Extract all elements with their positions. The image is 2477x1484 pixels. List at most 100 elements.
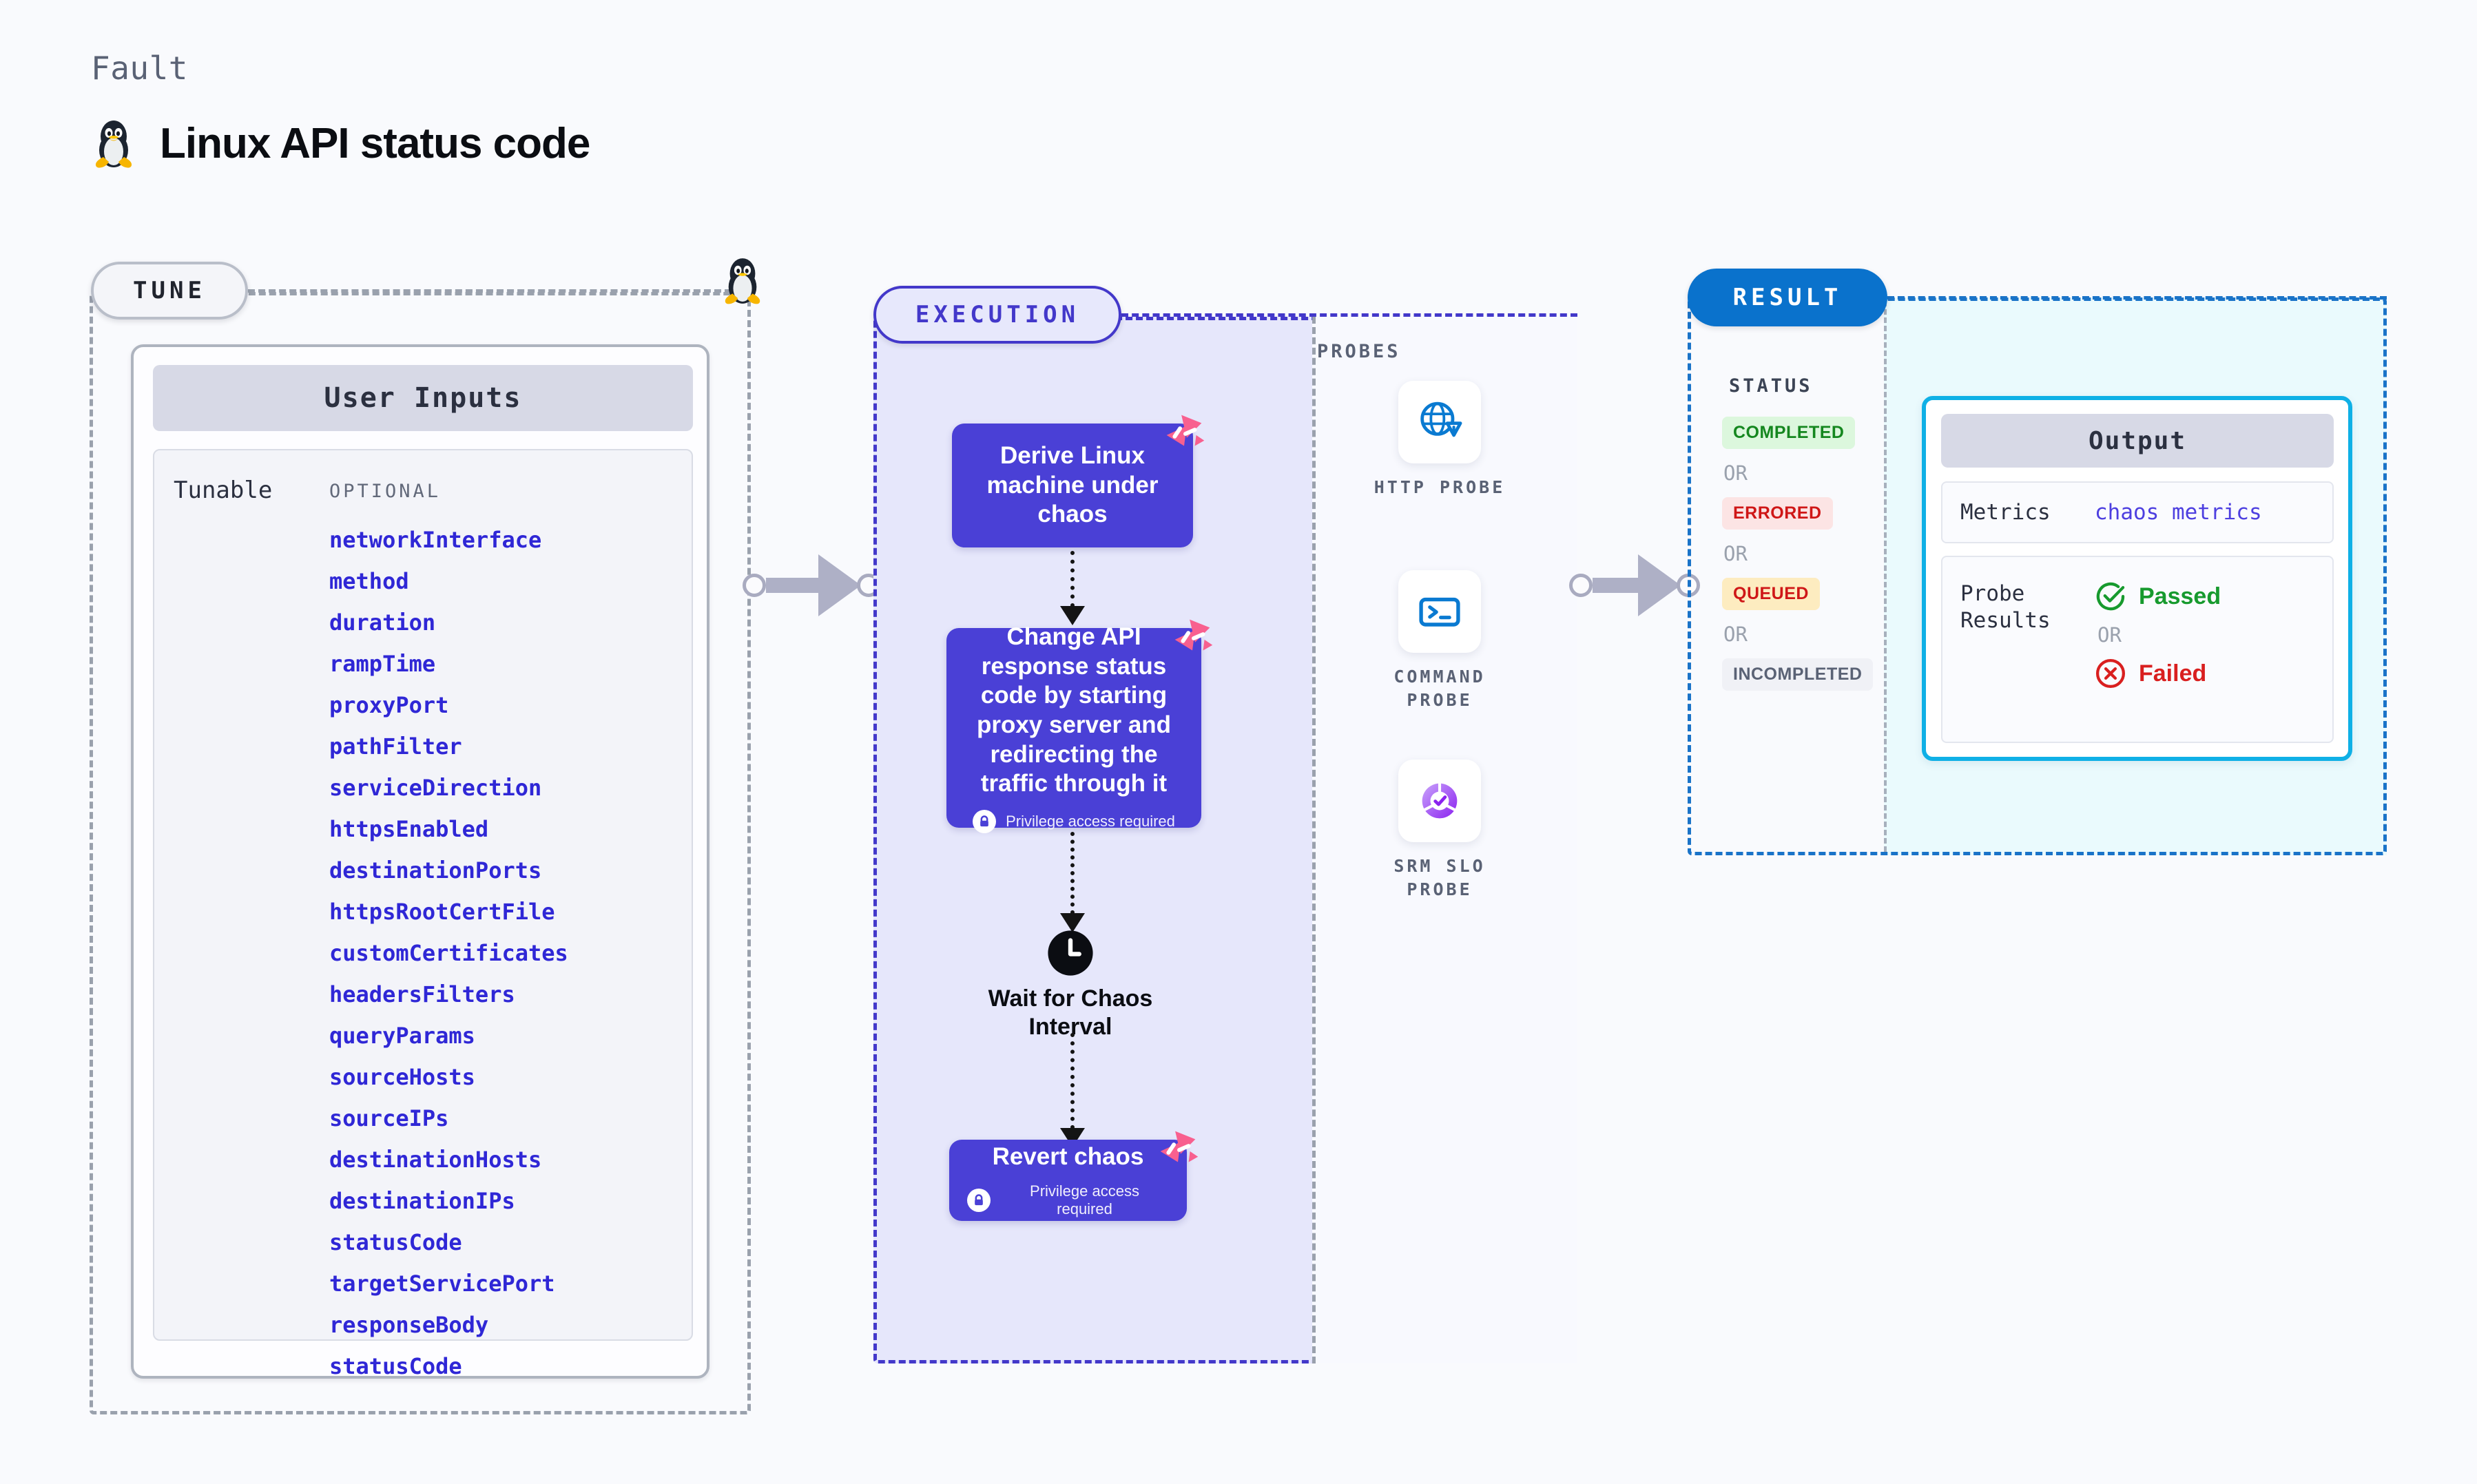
privilege-text: Privilege access required bbox=[1030, 1182, 1139, 1218]
probes-divider bbox=[1312, 317, 1316, 1363]
probe-result-failed: Failed bbox=[2095, 658, 2221, 689]
tunable-box: Tunable OPTIONAL networkInterface method d… bbox=[153, 449, 693, 1379]
tunable-item[interactable]: httpsRootCertFile bbox=[329, 899, 555, 925]
flow-connector-1 bbox=[1060, 551, 1085, 625]
arrow-start-node bbox=[1569, 574, 1593, 597]
page-title-text: Linux API status code bbox=[160, 119, 590, 167]
execution-stage-chip[interactable]: EXECUTION bbox=[873, 286, 1121, 344]
status-or-label: OR bbox=[1723, 542, 1748, 565]
output-or-label: OR bbox=[2097, 623, 2122, 647]
wait-for-chaos-step: Wait for Chaos Interval bbox=[981, 930, 1160, 1041]
passed-label: Passed bbox=[2139, 583, 2221, 609]
tunable-item[interactable]: sourceHosts bbox=[329, 1064, 475, 1090]
output-card-header: Output bbox=[1941, 414, 2334, 468]
probe-http-label: HTTP PROBE bbox=[1374, 477, 1506, 497]
status-badge: COMPLETED bbox=[1722, 417, 1856, 449]
tunable-item[interactable]: rampTime bbox=[329, 651, 436, 677]
tunable-item[interactable]: sourceIPs bbox=[329, 1105, 449, 1131]
output-metrics-row: Metrics chaos metrics bbox=[1941, 481, 2334, 543]
tunable-item[interactable]: pathFilter bbox=[329, 733, 462, 760]
probe-command[interactable]: COMMAND PROBE bbox=[1357, 570, 1522, 712]
clock-icon bbox=[1048, 930, 1093, 976]
arrow-head bbox=[1638, 554, 1681, 616]
user-inputs-card: User Inputs Tunable OPTIONAL networkInte… bbox=[131, 344, 709, 1379]
output-card: Output Metrics chaos metrics Probe Resul… bbox=[1922, 396, 2352, 761]
result-column-divider bbox=[1884, 301, 1887, 852]
tunable-item[interactable]: networkInterface bbox=[329, 527, 542, 553]
tunable-item[interactable]: statusCode bbox=[329, 1229, 462, 1255]
linux-penguin-icon bbox=[92, 117, 135, 169]
tunable-item[interactable]: httpsEnabled bbox=[329, 816, 489, 842]
tunable-item[interactable]: serviceDirection bbox=[329, 775, 542, 801]
status-badge: QUEUED bbox=[1722, 578, 1820, 610]
tunable-item[interactable]: method bbox=[329, 568, 409, 594]
metrics-key: Metrics bbox=[1960, 499, 2051, 525]
optional-column-label: OPTIONAL bbox=[329, 481, 442, 502]
tunable-item[interactable]: statusCode bbox=[329, 1353, 462, 1379]
tunable-item[interactable]: duration bbox=[329, 609, 436, 636]
execution-node-1-title: Derive Linux machine under chaos bbox=[986, 441, 1159, 528]
status-or-label: OR bbox=[1723, 461, 1748, 485]
arrow-execution-to-result bbox=[1569, 554, 1700, 616]
wait-step-label: Wait for Chaos Interval bbox=[988, 985, 1153, 1040]
arrow-head bbox=[818, 554, 861, 616]
failed-label: Failed bbox=[2139, 660, 2207, 687]
globe-warning-icon bbox=[1398, 381, 1481, 463]
tunable-item[interactable]: proxyPort bbox=[329, 692, 449, 718]
probe-command-label: COMMAND PROBE bbox=[1393, 667, 1486, 710]
tune-stage-chip[interactable]: TUNE bbox=[91, 262, 248, 320]
arrow-tune-to-execution bbox=[743, 554, 880, 616]
tunable-item[interactable]: queryParams bbox=[329, 1023, 475, 1049]
linux-penguin-marker-icon bbox=[722, 255, 763, 309]
tunable-item[interactable]: destinationIPs bbox=[329, 1188, 515, 1214]
probe-srm-slo[interactable]: SRM SLO PROBE bbox=[1357, 760, 1522, 901]
litmus-badge-icon bbox=[1160, 1131, 1199, 1162]
probe-results-values: Passed OR Failed bbox=[2095, 581, 2221, 689]
output-probe-results-row: Probe Results Passed OR Failed bbox=[1941, 556, 2334, 743]
flow-connector-3 bbox=[1060, 1033, 1085, 1147]
tunable-item[interactable]: destinationPorts bbox=[329, 857, 542, 884]
result-stage-chip[interactable]: RESULT bbox=[1688, 269, 1887, 326]
metrics-value[interactable]: chaos metrics bbox=[2095, 500, 2262, 525]
execution-node-2[interactable]: Change API response status code by start… bbox=[946, 619, 1213, 834]
arrow-shaft bbox=[766, 578, 818, 593]
probe-result-passed: Passed bbox=[2095, 581, 2221, 612]
status-or-label: OR bbox=[1723, 623, 1748, 646]
privilege-text: Privilege access required bbox=[1006, 813, 1175, 830]
tunable-item[interactable]: destinationHosts bbox=[329, 1147, 542, 1173]
tunable-item[interactable]: responseBody bbox=[329, 1312, 489, 1338]
status-badge: INCOMPLETED bbox=[1722, 658, 1874, 691]
tune-chip-connector bbox=[248, 289, 732, 293]
result-chip-connector bbox=[1887, 296, 2387, 300]
slo-gauge-icon bbox=[1398, 760, 1481, 842]
tunable-item[interactable]: headersFilters bbox=[329, 981, 515, 1007]
probe-results-key: Probe Results bbox=[1960, 581, 2051, 633]
execution-node-1[interactable]: Derive Linux machine under chaos bbox=[952, 415, 1205, 547]
execution-node-3-title: Revert chaos bbox=[992, 1142, 1144, 1170]
probe-srm-slo-label: SRM SLO PROBE bbox=[1393, 856, 1486, 899]
tunable-list: networkInterface method duration rampTime pr… bbox=[329, 519, 687, 1387]
probes-title: PROBES bbox=[1317, 341, 1401, 362]
lock-icon bbox=[967, 1189, 991, 1213]
execution-node-3-privilege: Privilege access required bbox=[967, 1182, 1169, 1218]
execution-node-3[interactable]: Revert chaos Privilege access required bbox=[949, 1131, 1199, 1221]
execution-node-2-privilege: Privilege access required bbox=[973, 810, 1175, 834]
execution-node-2-title: Change API response status code by start… bbox=[976, 623, 1172, 797]
page-title: Linux API status code bbox=[92, 117, 590, 169]
check-circle-icon bbox=[2096, 582, 2125, 611]
tunable-item[interactable]: targetServicePort bbox=[329, 1271, 555, 1297]
probe-http[interactable]: HTTP PROBE bbox=[1357, 381, 1522, 499]
fault-eyebrow: Fault bbox=[91, 50, 188, 87]
tunable-group-label: Tunable bbox=[174, 477, 273, 504]
arrow-start-node bbox=[743, 574, 766, 597]
tune-panel bbox=[90, 292, 751, 1414]
execution-chip-connector bbox=[1121, 313, 1577, 317]
tunable-item[interactable]: customCertificates bbox=[329, 940, 568, 966]
user-inputs-header: User Inputs bbox=[153, 365, 693, 431]
litmus-badge-icon bbox=[1174, 619, 1213, 651]
terminal-icon bbox=[1398, 570, 1481, 653]
flow-connector-2 bbox=[1060, 832, 1085, 932]
x-circle-icon bbox=[2095, 658, 2126, 689]
